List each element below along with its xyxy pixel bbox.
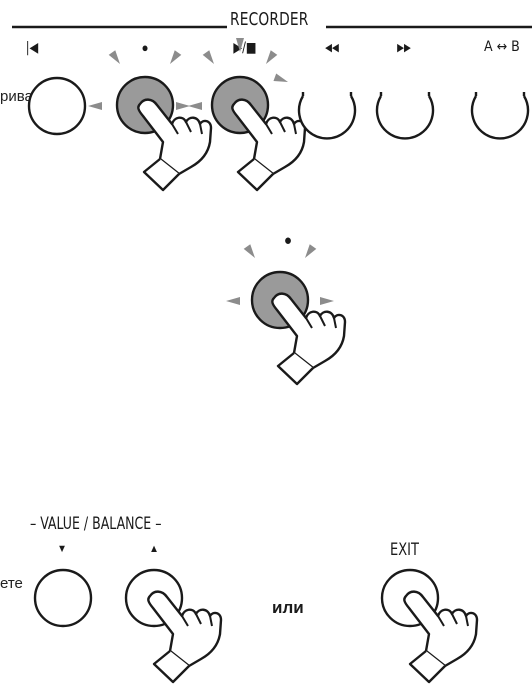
hand-pointer-icon (231, 98, 307, 192)
value-down-button[interactable] (33, 568, 93, 628)
hand-pointer-icon (137, 98, 213, 192)
ab-repeat-symbol: A ↔ B (484, 39, 520, 55)
reset-button[interactable] (27, 76, 87, 136)
or-text: или (272, 598, 304, 617)
reset-symbol: |◀ (25, 40, 39, 56)
hand-pointer-icon (147, 590, 223, 684)
fast-forward-symbol: ▶▶ (397, 41, 411, 54)
value-balance-label: – VALUE / BALANCE – (30, 514, 162, 534)
hand-pointer-icon (403, 590, 479, 684)
recorder-section-label: RECORDER (230, 9, 309, 30)
fast-forward-button[interactable] (375, 92, 435, 140)
ab-repeat-button[interactable] (470, 92, 530, 140)
exit-label: EXIT (390, 540, 419, 560)
value-down-symbol: ▼ (57, 543, 67, 555)
record-symbol: ● (141, 40, 149, 55)
value-text-fragment: ете (0, 575, 23, 592)
rewind-button[interactable] (297, 92, 357, 140)
hand-pointer-icon (271, 292, 347, 386)
rewind-symbol: ◀◀ (325, 41, 339, 54)
value-up-symbol: ▲ (149, 543, 159, 555)
record-step-symbol: ● (283, 232, 293, 249)
